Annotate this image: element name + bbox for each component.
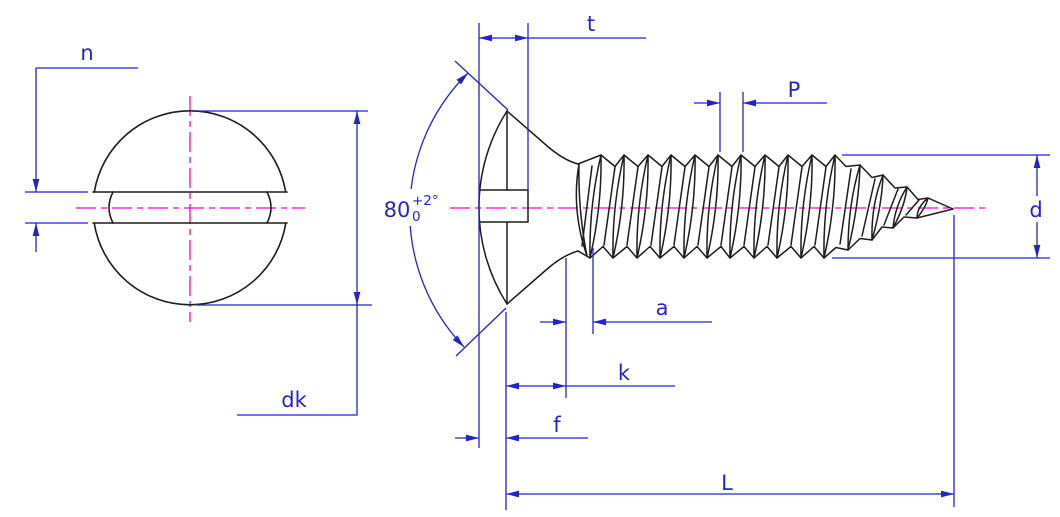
dim-label-f: f bbox=[553, 413, 561, 437]
thread-runout-crest bbox=[575, 163, 588, 257]
angle-leg-lower bbox=[455, 307, 507, 357]
angle-leg-upper bbox=[454, 60, 509, 111]
angle-text-mask bbox=[382, 189, 436, 226]
dim-label-P: P bbox=[788, 78, 801, 102]
slot-dome-intersection-right bbox=[266, 191, 272, 224]
head-circle-upper-arc bbox=[93, 110, 287, 193]
angle-tolerance-lower-label: 0 bbox=[412, 209, 421, 225]
center-lines bbox=[76, 96, 985, 322]
dimension-t bbox=[478, 23, 646, 448]
point-flanks bbox=[839, 168, 920, 245]
thread-bottom-silhouette bbox=[577, 208, 954, 259]
cone-top-edge bbox=[506, 110, 579, 165]
point-crests bbox=[847, 164, 929, 251]
thread-crests bbox=[589, 154, 836, 259]
d-text-mask bbox=[1026, 196, 1048, 222]
dimension-dk bbox=[196, 110, 372, 416]
dim-label-dk: dk bbox=[281, 388, 307, 412]
cone-bottom-edge bbox=[506, 250, 579, 305]
slot-dome-intersection-left bbox=[108, 191, 114, 224]
dim-label-k: k bbox=[618, 361, 631, 385]
dimension-L bbox=[506, 215, 955, 507]
side-view bbox=[478, 110, 954, 305]
dim-label-t: t bbox=[587, 12, 595, 36]
dim-label-a: a bbox=[656, 296, 669, 320]
angle-value-label: 80 bbox=[384, 198, 411, 222]
dimension-a bbox=[540, 248, 712, 398]
dim-label-L: L bbox=[721, 471, 733, 495]
dimension-n bbox=[25, 67, 138, 252]
head-circle-lower-arc bbox=[93, 222, 287, 306]
angle-tolerance-upper-label: +2° bbox=[412, 193, 439, 209]
dim-label-n: n bbox=[80, 41, 93, 65]
front-view bbox=[92, 110, 288, 306]
dimensions bbox=[25, 23, 1050, 510]
slot-side-profile bbox=[478, 189, 529, 223]
thread-flanks bbox=[581, 165, 827, 247]
dimension-k bbox=[505, 312, 675, 510]
dimension-P bbox=[694, 92, 827, 152]
dim-label-d: d bbox=[1029, 198, 1042, 222]
